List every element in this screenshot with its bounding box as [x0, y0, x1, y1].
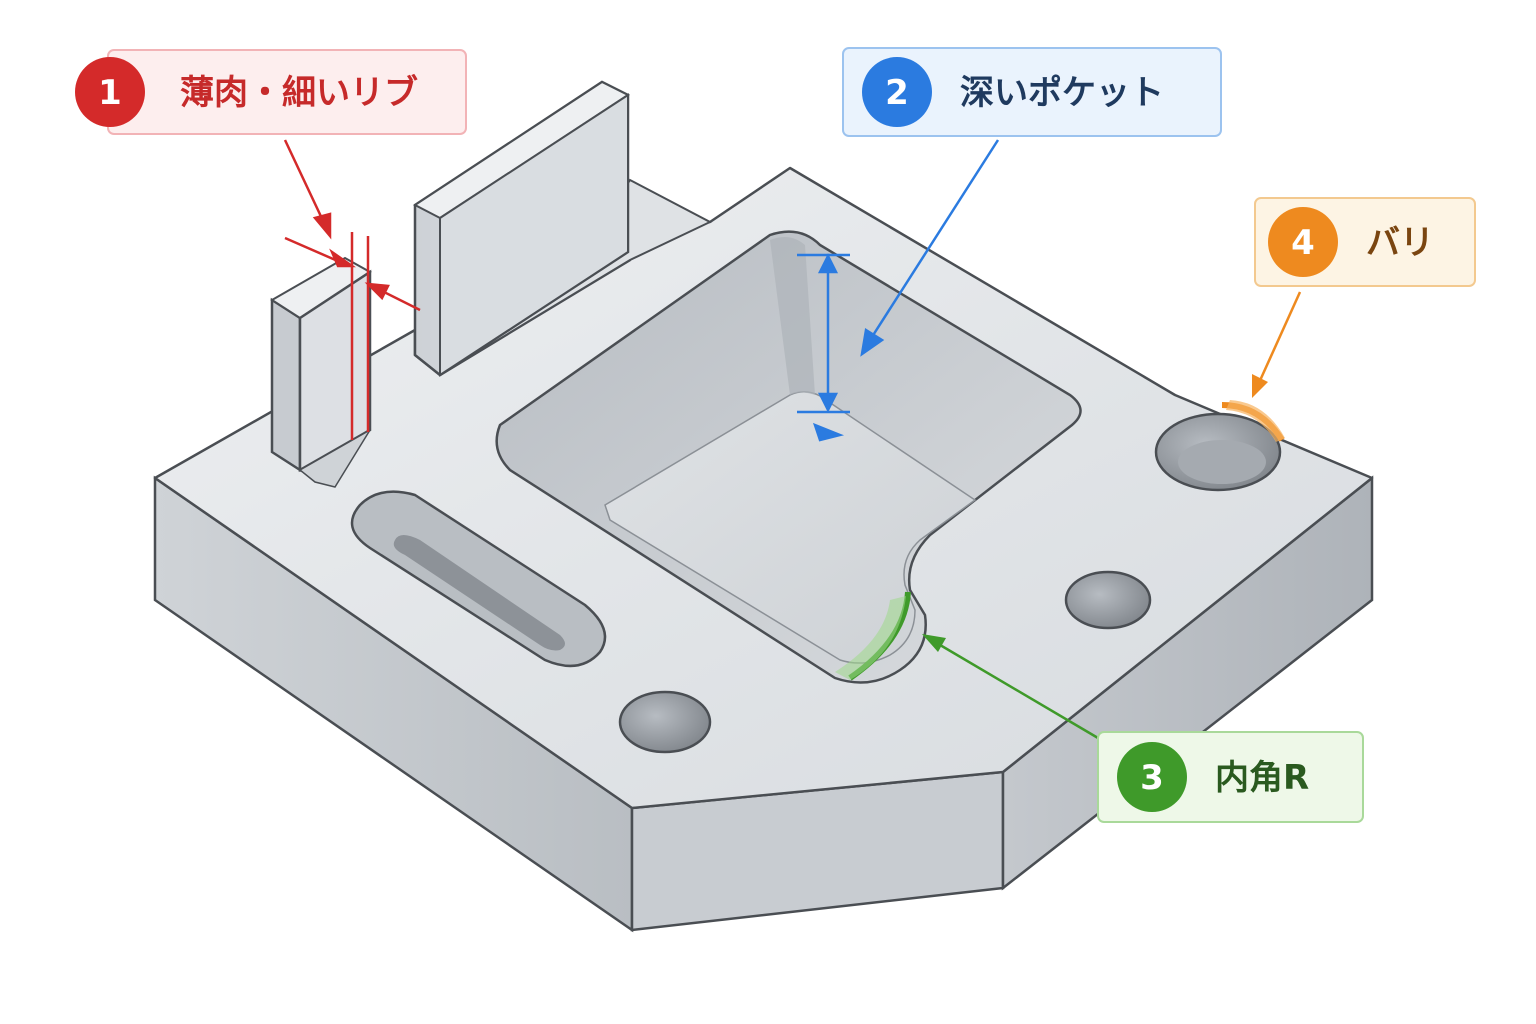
callout-2: 2 深いポケット: [842, 47, 1222, 137]
tall-rib-face: [439, 93, 629, 377]
hole-middle: [1064, 570, 1152, 630]
callout-4: 4 バリ: [1254, 197, 1476, 287]
callout-1-label: 薄肉・細いリブ: [180, 73, 418, 113]
callout-2-box: [842, 47, 1222, 137]
callout-2-badge: [862, 57, 932, 127]
hole-left: [618, 690, 712, 754]
inner-radius-marks: [835, 591, 1099, 740]
rib-base-fillet: [298, 429, 371, 488]
callout-2-number: 2: [885, 73, 909, 113]
slot: [350, 490, 607, 668]
callout-1: 1 薄肉・細いリブ: [75, 49, 467, 135]
callout-1-number: 1: [98, 73, 122, 113]
burr-marks: [1221, 291, 1302, 442]
pocket-depth-marks: [797, 139, 1000, 442]
hole-right-bottom: [1178, 440, 1266, 484]
callout-1-badge: [75, 57, 145, 127]
callout-3-badge: [1117, 742, 1187, 812]
pocket-back-wall: [770, 236, 815, 395]
callout-2-label: 深いポケット: [960, 73, 1164, 113]
callout-3: 3 内角R: [1097, 731, 1364, 823]
callout-4-label: バリ: [1366, 223, 1434, 263]
short-rib-front: [270, 297, 302, 473]
callout-3-number: 3: [1140, 758, 1164, 798]
callout-4-badge: [1268, 207, 1338, 277]
callout-3-label: 内角R: [1215, 758, 1309, 798]
thin-wall-marks: [283, 139, 421, 440]
callout-4-number: 4: [1291, 223, 1315, 263]
slot-inner: [393, 535, 565, 651]
